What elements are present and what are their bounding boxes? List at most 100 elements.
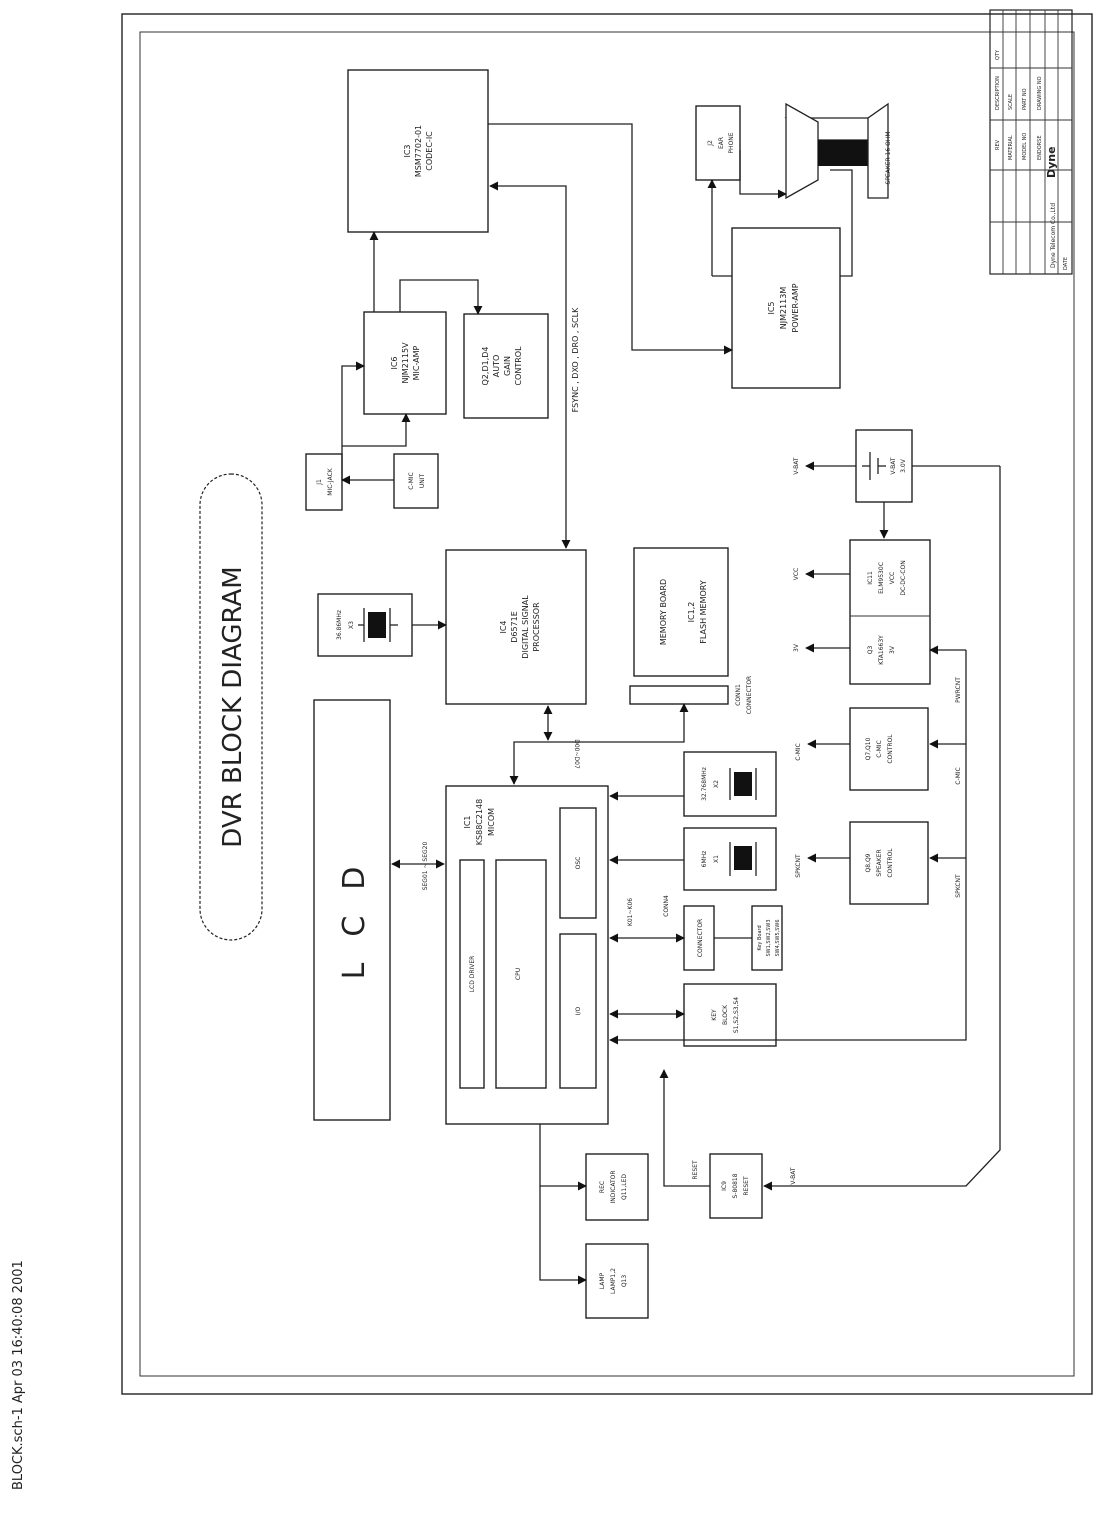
speaker-control-block bbox=[849, 821, 929, 905]
title-block-qty-label: QTY bbox=[995, 49, 1001, 60]
keyboard-line2: SW4,SW5,SW6 bbox=[775, 919, 781, 956]
drawing-frame-inner bbox=[139, 31, 1075, 1377]
cmic-unit-block bbox=[393, 453, 439, 509]
memory-ic-ref: IC1,2 bbox=[687, 602, 696, 623]
vbat-label: V-BAT bbox=[890, 457, 897, 474]
memory-data-bus-label: D00~D07 bbox=[573, 739, 580, 769]
cmic-control-ref: Q7,Q10 bbox=[865, 737, 872, 760]
lamp-line3: Q13 bbox=[621, 1275, 628, 1288]
ic9-vbat-label: V-BAT bbox=[790, 1167, 797, 1184]
key-block-line2: BLOCK bbox=[722, 1004, 729, 1025]
title-block-material-label: MATERIAL bbox=[1008, 135, 1014, 160]
diagram-title: DVR BLOCK DIAGRAM bbox=[218, 566, 248, 847]
cmic-control-block bbox=[849, 707, 929, 791]
x3-freq: 36.86MHz bbox=[336, 610, 343, 640]
conn1-ref: CONN1 bbox=[735, 684, 742, 706]
spkcnt-output-label: SPKCNT bbox=[795, 854, 802, 878]
title-block-part-label: PART NO bbox=[1022, 88, 1028, 110]
cmic-output-label: C-MIC bbox=[795, 743, 802, 761]
osc-subblock bbox=[559, 807, 597, 919]
company-logo-text: Dyne bbox=[1045, 146, 1058, 178]
io-label: I/O bbox=[575, 1006, 582, 1015]
osc-label: OSC bbox=[575, 857, 582, 870]
keyboard-block bbox=[751, 905, 783, 971]
cmic-control-line2: CONTROL bbox=[887, 734, 894, 764]
io-subblock bbox=[559, 933, 597, 1089]
cmic-unit-line1: C-MIC bbox=[408, 472, 415, 490]
ic5-function: POWER-AMP bbox=[791, 283, 800, 332]
lcd-label: LCD bbox=[337, 841, 372, 980]
spkcnt-input-label: SPKCNT bbox=[955, 874, 962, 898]
cpu-label: CPU bbox=[515, 968, 522, 980]
ic1-ref: IC1 bbox=[463, 815, 472, 828]
speaker-label: SPEAKER 16 OHM bbox=[885, 131, 892, 184]
ic1-function: MICOM bbox=[487, 808, 496, 836]
speaker-control-ref: Q8,Q9 bbox=[865, 853, 872, 872]
cpu-subblock bbox=[495, 859, 547, 1089]
pwrcnt-label: PWRCNT bbox=[955, 677, 962, 703]
vbat-voltage: 3.0V bbox=[900, 458, 907, 473]
lamp-block bbox=[585, 1243, 649, 1319]
cmic-control-line1: C-MIC bbox=[876, 740, 883, 758]
reset-signal-label: RESET bbox=[692, 1160, 699, 1180]
agc-line1: AUTO bbox=[492, 355, 501, 378]
cmic-unit-line2: UNIT bbox=[419, 474, 426, 489]
j2-earphone-block bbox=[695, 105, 741, 181]
conn1-label: CONNECTOR bbox=[746, 676, 753, 714]
ic4-part: D6571E bbox=[510, 611, 519, 643]
ic5-ref: IC5 bbox=[767, 301, 776, 314]
key-matrix-label: K01~K06 bbox=[627, 898, 634, 926]
x3-ref: X3 bbox=[348, 621, 355, 629]
cmic-input-label: C-MIC bbox=[955, 767, 962, 785]
speaker-icon bbox=[784, 102, 889, 200]
ic3-ref: IC3 bbox=[403, 144, 412, 157]
rec-indicator-line2: INDICATOR bbox=[610, 1170, 617, 1203]
rec-indicator-line3: Q11,LED bbox=[621, 1174, 628, 1200]
keyboard-line1: SW1,SW2,SW3 bbox=[766, 919, 772, 956]
dsp-codec-bus-label: FSYNC , DXO , DRO , SCLK bbox=[571, 307, 580, 412]
title-block-drawing-label: DRAWING NO bbox=[1037, 76, 1043, 110]
title-block-description-label: DESCRIPTION bbox=[995, 76, 1001, 110]
rec-indicator-block bbox=[585, 1153, 649, 1221]
title-block-date-label: DATE bbox=[1063, 257, 1069, 270]
ic9-ref: IC9 bbox=[721, 1181, 728, 1191]
ic3-codec-block bbox=[347, 69, 489, 233]
x2-freq: 32.768MHz bbox=[701, 767, 708, 801]
ic3-function: CODEC-IC bbox=[425, 131, 434, 171]
memory-function: FLASH MEMORY bbox=[699, 580, 708, 644]
ic1-part: KS88C2148 bbox=[475, 799, 484, 845]
lamp-line1: LAMP bbox=[599, 1272, 606, 1289]
ic9-part: S-80818 bbox=[732, 1173, 739, 1198]
conn1-block bbox=[629, 685, 729, 705]
key-block-line1: KEY bbox=[711, 1009, 718, 1021]
j1-ref: J1 bbox=[316, 479, 323, 486]
j2-line1: EAR bbox=[718, 137, 725, 149]
company-name: Dyne Telecom Co.,Ltd bbox=[1050, 203, 1057, 268]
power-supply-block bbox=[849, 539, 931, 685]
connection-lines bbox=[341, 123, 1001, 1285]
file-stamp: BLOCK.sch-1 Apr 03 16:40:08 2001 bbox=[11, 1260, 26, 1490]
ic9-function: RESET bbox=[743, 1176, 750, 1196]
vcc-rail-label: VCC bbox=[793, 568, 800, 580]
q3-part: KTA1663Y bbox=[878, 635, 885, 665]
x1-ref: X1 bbox=[713, 855, 720, 863]
lcd-segment-bus-label: SEG01 ~ SEG20 bbox=[422, 842, 429, 891]
j1-function: MIC-JACK bbox=[327, 467, 334, 495]
ic4-ref: IC4 bbox=[499, 620, 508, 633]
speaker-control-line2: CONTROL bbox=[887, 848, 894, 878]
ic4-line2: PROCESSOR bbox=[532, 602, 541, 652]
agc-line3: CONTROL bbox=[514, 346, 523, 386]
key-block bbox=[683, 983, 777, 1047]
x1-freq: 6MHz bbox=[701, 851, 708, 868]
agc-line2: GAIN bbox=[503, 356, 512, 376]
ic6-ref: IC6 bbox=[390, 356, 399, 369]
vbat-rail-label: V-BAT bbox=[793, 457, 800, 474]
lcd-block bbox=[313, 699, 391, 1121]
title-capsule bbox=[199, 473, 263, 941]
x1-crystal-symbol bbox=[734, 846, 752, 870]
ic5-part: NJM2113M bbox=[779, 287, 788, 330]
drawing-frame-outer bbox=[121, 13, 1093, 1395]
key-block-line3: S1,S2,S3,S4 bbox=[733, 997, 740, 1033]
